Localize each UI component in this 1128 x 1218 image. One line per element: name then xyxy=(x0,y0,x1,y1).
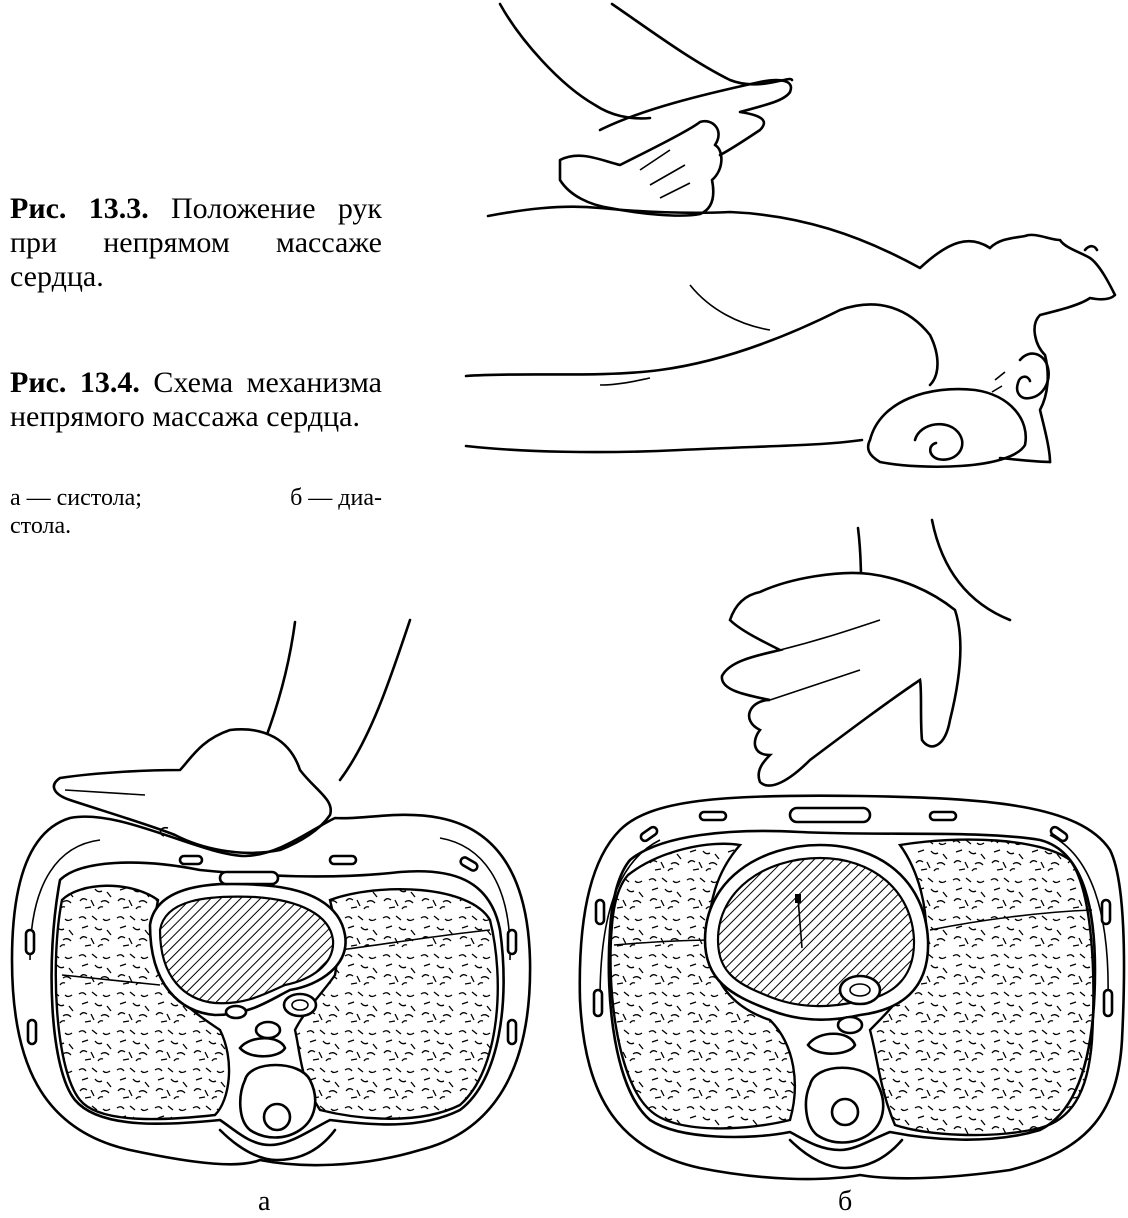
aorta-lumen-a xyxy=(291,999,309,1011)
left-lung-b xyxy=(609,842,796,1130)
hands-systole xyxy=(52,728,333,855)
heart-marker-line xyxy=(797,897,803,949)
heart-marker xyxy=(795,894,801,903)
lower-hand xyxy=(558,119,723,217)
chest-outline xyxy=(486,205,992,270)
patient-illustration xyxy=(464,2,1117,469)
arm-systole xyxy=(263,618,412,782)
spinal-canal-b xyxy=(830,1097,860,1127)
vessel-a xyxy=(238,1036,287,1058)
ribs-a xyxy=(24,854,518,1046)
spinous-process-b xyxy=(788,1138,904,1170)
caption-legend: а — систола; б — диа- стола. xyxy=(10,484,382,540)
sternum-b xyxy=(788,806,872,824)
cross-section-diastole xyxy=(578,518,1126,1181)
heart-systole xyxy=(158,895,335,1005)
pillow xyxy=(866,387,1028,469)
rescuer-arm-upper xyxy=(610,2,794,86)
bed-line xyxy=(998,456,1052,464)
panel-label-a: а xyxy=(258,1186,271,1217)
aorta-a xyxy=(282,992,318,1018)
top-hand xyxy=(598,78,793,157)
vessel-small-a xyxy=(224,1004,248,1020)
nose xyxy=(1083,244,1099,252)
spinous-process-a xyxy=(218,1128,337,1162)
finger-detail-b xyxy=(769,619,881,701)
vertebra-a xyxy=(239,1063,317,1139)
esophagus-a xyxy=(254,1020,282,1040)
aorta-b xyxy=(838,974,882,1006)
caption-fig-13-3: Рис. 13.3. Положение рук при непрямом ма… xyxy=(10,192,382,294)
left-lung-a xyxy=(54,884,231,1121)
caption-fig-13-4-number: Рис. 13.4. xyxy=(10,366,140,399)
patient-arm-bottom xyxy=(464,438,864,454)
cross-section-systole xyxy=(10,618,532,1167)
ribs-b xyxy=(592,810,1114,1018)
heart-diastole xyxy=(716,856,916,1008)
legend-diastole-part2: стола. xyxy=(10,513,72,539)
hands-diastole xyxy=(720,571,962,787)
finger-lines xyxy=(639,149,691,199)
neck-lines xyxy=(991,371,1006,393)
panel-label-b: б xyxy=(838,1186,853,1217)
fissures-a xyxy=(61,929,491,986)
esophagus-b xyxy=(836,1015,864,1035)
legend-diastole-part1: б — диа- xyxy=(290,485,382,511)
spinal-canal-a xyxy=(262,1102,292,1132)
sternum-a xyxy=(218,870,280,886)
rescuer-forearm xyxy=(498,2,652,120)
thoracic-cavity-b xyxy=(607,829,1097,1152)
pillow-roll xyxy=(913,422,964,461)
body-wall-b xyxy=(578,794,1126,1181)
ear xyxy=(1015,352,1050,400)
vessel-b xyxy=(806,1032,857,1055)
head-profile xyxy=(988,233,1117,464)
body-wall-a xyxy=(10,813,532,1167)
caption-fig-13-3-text: Положение рук при непрямом массаже сердц… xyxy=(10,192,383,293)
caption-fig-13-3-number: Рис. 13.3. xyxy=(10,192,149,225)
legend-systole: а — систола; xyxy=(10,485,142,511)
arm-folds xyxy=(599,284,771,386)
patient-arm-top xyxy=(464,303,939,387)
caption-fig-13-4: Рис. 13.4. Схема механизма непрямого мас… xyxy=(10,366,382,434)
caption-fig-13-4-text: Схема механизма непрямого массажа сердца… xyxy=(10,366,382,433)
aorta-lumen-b xyxy=(849,983,871,997)
